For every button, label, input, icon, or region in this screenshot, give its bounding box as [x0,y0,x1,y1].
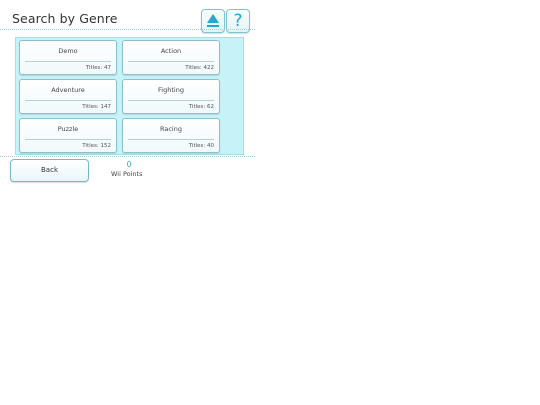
wii-points-value: 0 [126,160,132,169]
genre-tile-fighting[interactable]: Fighting Titles: 62 [122,79,220,114]
genre-name: Fighting [158,86,184,94]
footer-divider [0,156,255,157]
genre-name: Puzzle [57,125,79,133]
genre-title-count: Titles: 47 [85,65,111,71]
tile-divider [25,100,111,101]
genre-grid: Demo Titles: 47 Action Titles: 422 Adven… [15,37,244,155]
genre-tile-adventure[interactable]: Adventure Titles: 147 [19,79,117,114]
back-button[interactable]: Back [10,159,89,182]
genre-title-count: Titles: 147 [82,104,111,110]
genre-title-count: Titles: 40 [188,143,214,149]
tile-divider [128,139,214,140]
wii-points-label: Wii Points [111,170,143,178]
genre-title-count: Titles: 62 [188,104,214,110]
genre-title-count: Titles: 152 [82,143,111,149]
tile-divider [25,61,111,62]
genre-title-count: Titles: 422 [185,65,214,71]
genre-name: Racing [160,125,182,133]
tile-divider [128,61,214,62]
help-icon: ? [233,11,243,31]
genre-tile-demo[interactable]: Demo Titles: 47 [19,40,117,75]
genre-name: Action [160,47,182,55]
header-divider [0,29,255,30]
genre-tile-racing[interactable]: Racing Titles: 40 [122,118,220,153]
genre-tile-action[interactable]: Action Titles: 422 [122,40,220,75]
page-title: Search by Genre [12,11,118,26]
tile-divider [128,100,214,101]
tile-divider [25,139,111,140]
genre-tile-puzzle[interactable]: Puzzle Titles: 152 [19,118,117,153]
genre-name: Adventure [51,86,85,94]
genre-name: Demo [58,47,78,55]
